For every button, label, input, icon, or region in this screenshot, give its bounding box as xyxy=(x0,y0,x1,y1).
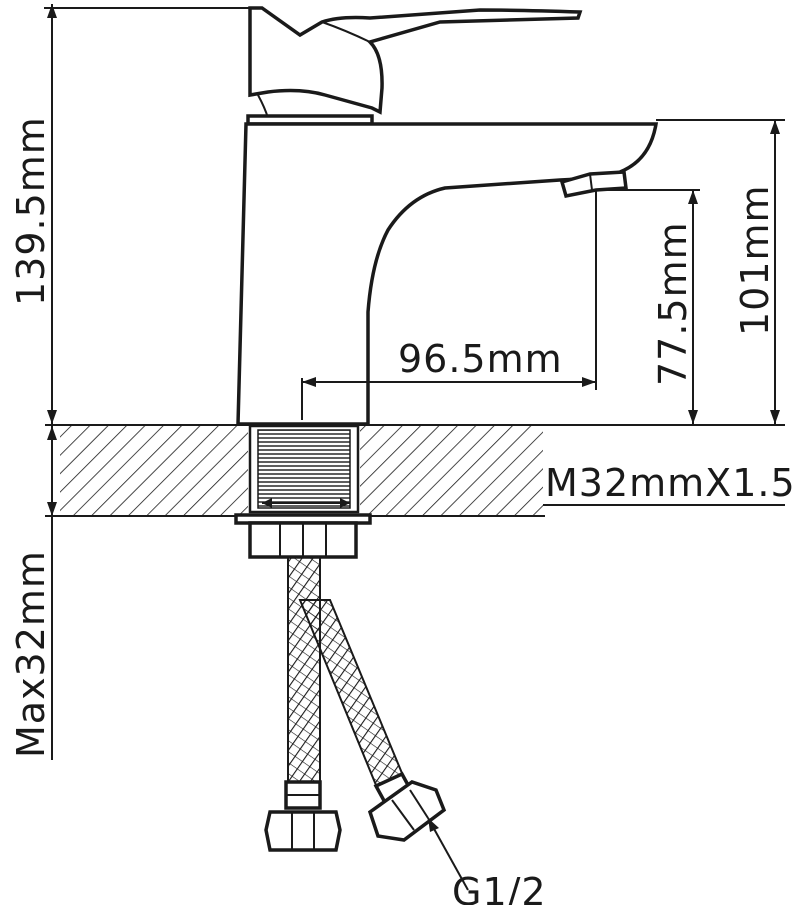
countertop-section xyxy=(45,424,785,517)
supply-hoses xyxy=(264,556,447,852)
label-thread: M32mmX1.5 xyxy=(545,461,796,505)
threaded-shank xyxy=(234,424,372,559)
label-g1-2: G1/2 xyxy=(452,870,547,905)
label-77-5mm: 77.5mm xyxy=(651,221,695,386)
label-96-5mm: 96.5mm xyxy=(398,337,563,381)
faucet-body xyxy=(236,6,659,426)
label-max32mm: Max32mm xyxy=(9,550,53,758)
label-139-5mm: 139.5mm xyxy=(9,116,53,306)
dimension-lines xyxy=(44,4,785,891)
label-101mm: 101mm xyxy=(733,184,777,336)
